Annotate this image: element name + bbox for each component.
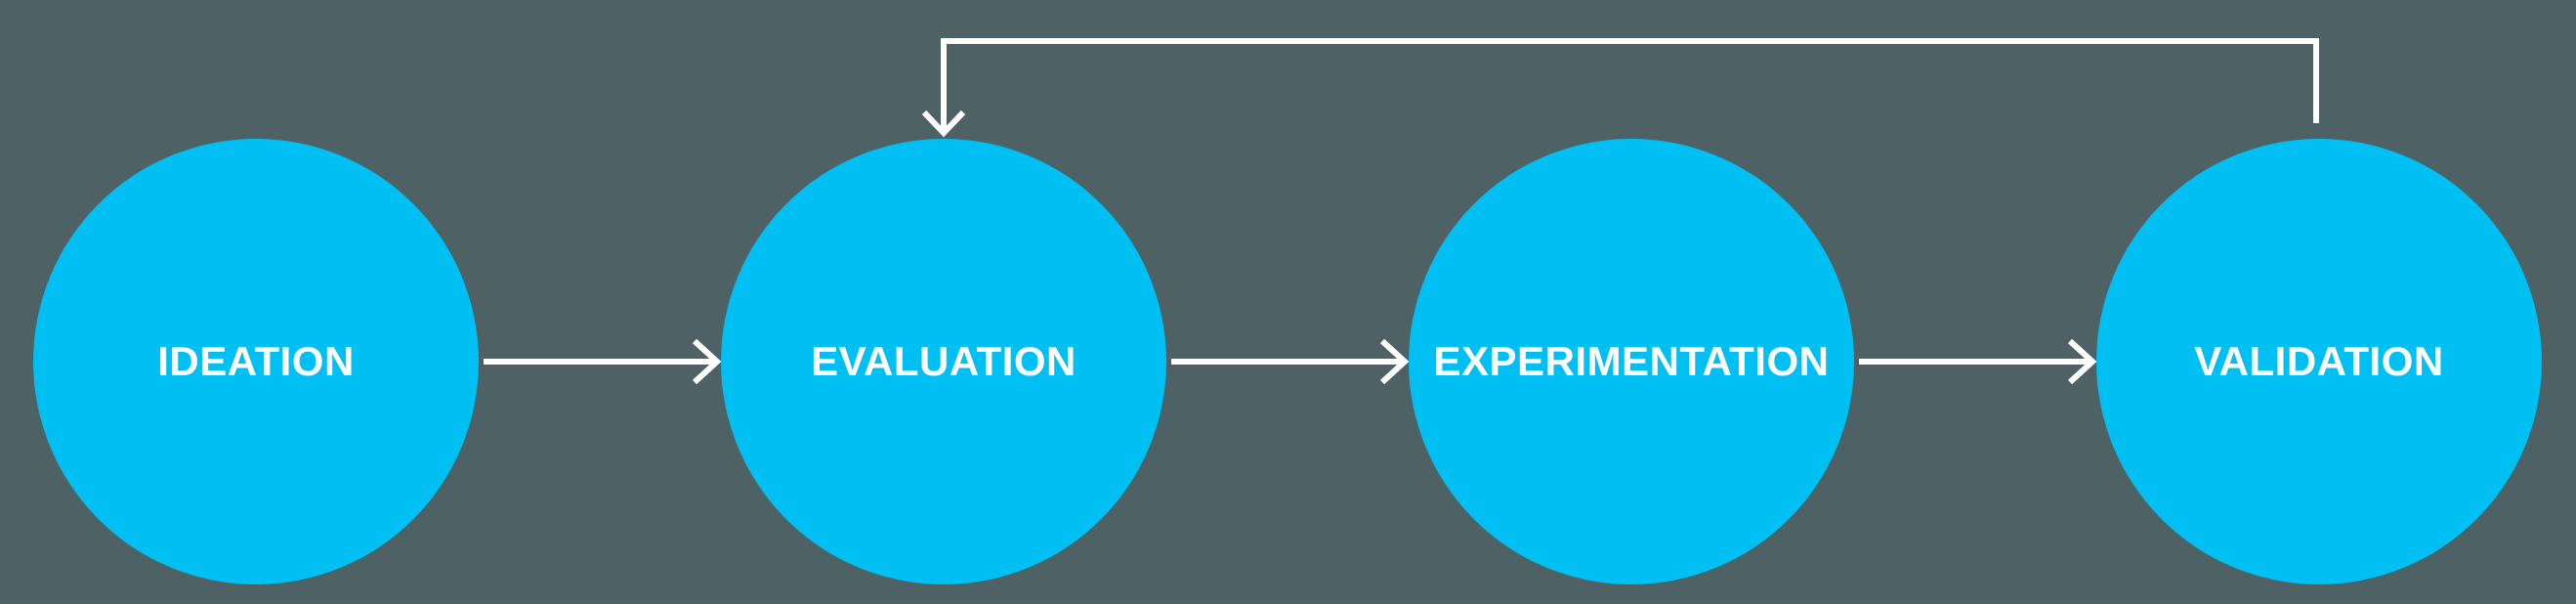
arrow-ideation-to-evaluation: [484, 338, 722, 385]
node-experimentation: EXPERIMENTATION: [1409, 139, 1854, 584]
arrowhead-right-icon: [692, 338, 722, 385]
node-evaluation: EVALUATION: [721, 139, 1166, 584]
arrowhead-down-icon: [921, 109, 966, 138]
arrowhead-right-icon: [1379, 338, 1410, 385]
node-validation-label: VALIDATION: [2194, 338, 2444, 384]
arrowhead-right-icon: [2067, 338, 2097, 385]
node-evaluation-label: EVALUATION: [811, 338, 1077, 384]
node-experimentation-label: EXPERIMENTATION: [1433, 338, 1830, 384]
node-validation: VALIDATION: [2096, 139, 2542, 584]
feedback-loop-line: [941, 38, 2319, 129]
arrow-evaluation-to-experimentation: [1171, 338, 1410, 385]
node-ideation-label: IDEATION: [157, 338, 355, 384]
node-ideation: IDEATION: [33, 139, 479, 584]
feedback-arrow-validation-to-evaluation: [921, 38, 2319, 138]
arrow-experimentation-to-validation: [1859, 338, 2097, 385]
